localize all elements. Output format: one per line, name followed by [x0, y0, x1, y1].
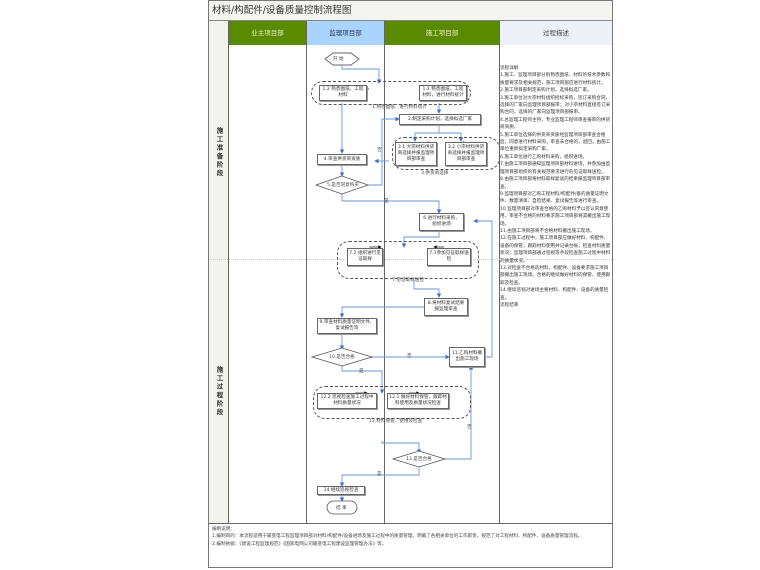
page-title: 材料/构配件/设备质量控制流程图 [209, 1, 612, 21]
group-3-label: 3.供货商选择 [421, 171, 449, 176]
decision-10[interactable]: 10.是否合格 [329, 355, 355, 360]
desc-line: 3.施工单位对大宗材料组织招标采购，签订采购合同，选择的厂家向监理项目部报审；对… [500, 95, 611, 116]
phase-column [209, 21, 229, 523]
desc-line: 流程详解 [500, 66, 519, 71]
desc-line: 13.对检查不合格的材料、构配件、设备要求施工项目部撤出施工现场。合格的继续做好… [500, 265, 611, 286]
group-7-label: 7.见证取样送检 [392, 278, 424, 283]
footer-notes: 编制说明： 1.编制目的：本流程适用于输变电工程监理项目部对材料/构配件/设备进… [209, 523, 612, 568]
node-1-1[interactable]: 1.1 熟悉图纸、工程材料，进行材料统计 [419, 85, 467, 101]
lane-supervision [307, 45, 385, 523]
node-12-2[interactable]: 12.2 巡视检查施工过程中材料质量状况 [317, 393, 377, 409]
edge-label-no-13: 否 [467, 425, 472, 430]
node-8[interactable]: 8.将材料复试结果报监理审查 [424, 298, 468, 316]
node-9[interactable]: 9.审查材料质量证明文件、复试报告等 [317, 318, 377, 334]
desc-line: 8.由施工项目部将材料取样复试的结果报监理项目部审查。 [500, 177, 611, 190]
group-7 [337, 241, 479, 279]
desc-line: 9.监理项目部对乙购工程材料/构配件/备的质量证明文件、数量清单、自检结果、复试… [500, 191, 609, 205]
header-owner: 业主项目部 [229, 21, 307, 45]
desc-line: 7.由施工项目部通知监理项目部材料进场，并参加由监理项目部组织的有关规范要求进行… [500, 162, 611, 175]
desc-line: 2.施工项目部制定采购计划，选择拟选厂家。 [500, 88, 592, 94]
lane-construction [385, 45, 500, 523]
edge-label-yes-5: 是 [384, 199, 389, 204]
node-7-1[interactable]: 7.1参加见证取样送检 [427, 248, 471, 266]
footer-line: 编制说明： [212, 527, 235, 532]
group-3 [392, 137, 500, 170]
header-construction: 施工项目部 [385, 21, 500, 45]
desc-line: 10.监理项目部对审查合格的乙购材料予以签认同意使用，审查不合格的材料要求施工项… [500, 206, 611, 227]
desc-line: 6.施工单位进行乙购材料采购，组织进场。 [500, 154, 588, 160]
edge-label-yes-10: 是 [359, 369, 364, 374]
desc-line: 流程结束 [500, 303, 519, 308]
lane-owner [229, 45, 307, 523]
node-1-2[interactable]: 1.2 熟悉图纸、工程材料 [319, 85, 367, 101]
node-3-2[interactable]: 3.2 小宗材料供货商选择并报监理项目部审查 [445, 142, 487, 166]
node-7-2[interactable]: 7.2 组织进行见证取样 [347, 248, 383, 266]
group-1-label: 1.熟悉图纸、进行材料统计 [372, 105, 427, 110]
desc-line: 12.在施工过程中，施工项目部应做好材料、构配件、设备的保管，跟踪材料使用并记录… [500, 236, 611, 264]
header-supervision: 监理项目部 [307, 21, 385, 45]
phase-construction: 施工过程阶段 [215, 365, 223, 417]
edge-label-no-5: 否 [377, 148, 382, 153]
desc-line: 1.施工、监理项目部分别熟悉图纸、材料的技术参数和质量要求及相关规范，施工项目部… [500, 73, 611, 86]
edge-label-no-10: 否 [407, 354, 412, 359]
node-11[interactable]: 11.乙购材料撤出施工现场 [449, 347, 485, 367]
desc-line: 11.由施工项目部将不合格材料撤出施工现场。 [500, 228, 595, 234]
process-description: 流程详解 1.施工、监理项目部分别熟悉图纸、材料的技术参数和质量要求及相关规范，… [500, 65, 612, 309]
decision-13[interactable]: 13.是否合格 [406, 457, 432, 462]
footer-line: 2.编制依据：《建设工程监理规范》《国家电网公司输变电工程建设监理管理办法》等。 [212, 541, 387, 547]
edge-label-yes-13: 是 [377, 472, 382, 477]
node-14[interactable]: 14.继续巡视检查 [317, 486, 365, 495]
node-4[interactable]: 4.审查供货商资质 [317, 154, 367, 165]
phase-divider [209, 259, 614, 260]
node-2[interactable]: 2.制定采购计划，选择拟选厂家 [399, 114, 481, 125]
node-12-1[interactable]: 12.1 做好材料保管，跟踪材料使用及质量状况检查 [387, 393, 449, 409]
node-6[interactable]: 6.进行材料采购，组织进场 [419, 213, 464, 231]
node-3-1[interactable]: 3.1 大宗材料供货商选择并报监理项目部审查 [395, 142, 437, 166]
group-12 [313, 386, 471, 419]
desc-line: 4.总监理工程师主持，专业监理工程师审查报审的供货商资质。 [500, 117, 611, 131]
start-node[interactable]: 开 始 [333, 57, 344, 62]
footer-line: 1.编制目的：本流程适用于输变电工程监理项目部对材料/构配件/设备进场及施工过程… [212, 534, 583, 540]
flowchart-sheet: 材料/构配件/设备质量控制流程图 施工准备阶段 施工过程阶段 业主项目部 监理项… [208, 0, 614, 568]
end-node[interactable]: 结 束 [336, 506, 347, 511]
header-description: 过程描述 [500, 21, 612, 45]
decision-5[interactable]: 5.是否同意购买 [327, 183, 359, 188]
group-1 [311, 81, 471, 105]
desc-line: 14.继续巡视对进场主要材料、构配件、设备的质量检查。 [500, 288, 609, 301]
phase-preparation: 施工准备阶段 [215, 126, 223, 178]
desc-line: 5.施工单位选择的供货商资质经监理项目部审查合格后，同意进行材料采购，审查未合格… [500, 132, 611, 153]
group-12-label: 12.材料保管、使用及检查 [369, 419, 423, 424]
